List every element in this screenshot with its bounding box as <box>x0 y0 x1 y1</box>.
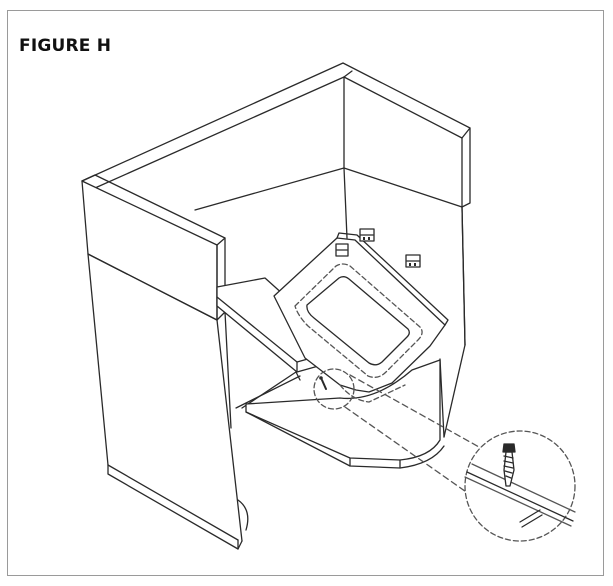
seat-back-panel <box>274 233 448 402</box>
screw-detail-icon <box>503 444 515 486</box>
callout-leader-lines <box>345 375 488 496</box>
wall-bracket-left <box>360 229 374 241</box>
right-side-panel <box>344 168 465 437</box>
left-side-panel <box>82 175 248 549</box>
figure-title: FIGURE H <box>19 36 112 56</box>
screw-icon <box>319 376 326 389</box>
bench-seat <box>246 360 444 468</box>
wall-bracket-right <box>406 255 420 267</box>
wall-bracket-center <box>336 244 348 256</box>
detail-circle-small <box>314 369 354 409</box>
magnifier-callout-icon <box>465 431 575 541</box>
